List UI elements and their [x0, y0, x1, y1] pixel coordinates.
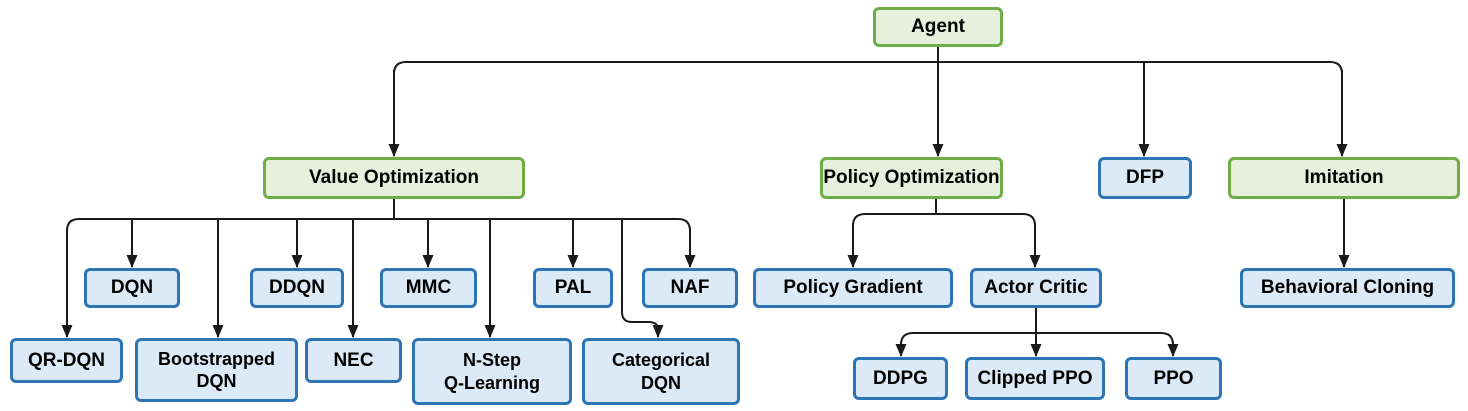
node-categorical-dqn: Categorical DQN: [582, 338, 740, 405]
node-bootstrapped-dqn-line1: Bootstrapped: [158, 348, 275, 369]
edge-value-optimization-categorical-dqn: [621, 219, 664, 338]
node-policy-optimization: Policy Optimization: [820, 157, 1003, 199]
node-imitation: Imitation: [1228, 157, 1460, 199]
node-dqn: DQN: [84, 268, 180, 308]
node-mmc: MMC: [380, 268, 477, 308]
node-ddqn: DDQN: [250, 268, 344, 308]
node-n-step-q-learning-line1: N-Step: [463, 350, 521, 370]
node-bootstrapped-dqn: Bootstrapped DQN: [135, 338, 298, 402]
node-bootstrapped-dqn-line2: DQN: [196, 371, 237, 391]
node-value-optimization: Value Optimization: [263, 157, 525, 199]
node-qr-dqn: QR-DQN: [10, 338, 123, 383]
node-categorical-dqn-line2: DQN: [641, 372, 681, 393]
node-pal: PAL: [533, 268, 613, 308]
node-actor-critic: Actor Critic: [970, 268, 1102, 308]
node-policy-gradient: Policy Gradient: [753, 268, 953, 308]
node-agent: Agent: [873, 7, 1003, 47]
node-n-step-q-learning-line2: Q-Learning: [443, 372, 540, 393]
edge-agent-bus: [393, 61, 1343, 75]
node-clipped-ppo: Clipped PPO: [965, 357, 1105, 400]
node-ppo: PPO: [1125, 357, 1222, 400]
node-n-step-q-learning: N-Step Q-Learning: [412, 338, 572, 405]
node-categorical-dqn-line1: Categorical: [611, 350, 711, 370]
node-behavioral-cloning: Behavioral Cloning: [1240, 268, 1455, 308]
edge-value-optimization-bus: [66, 218, 691, 232]
node-ddpg: DDPG: [853, 357, 948, 400]
node-dfp: DFP: [1098, 157, 1192, 199]
node-nec: NEC: [305, 338, 402, 383]
edge-policy-optimization-bus: [852, 213, 1036, 227]
node-naf: NAF: [642, 268, 738, 308]
